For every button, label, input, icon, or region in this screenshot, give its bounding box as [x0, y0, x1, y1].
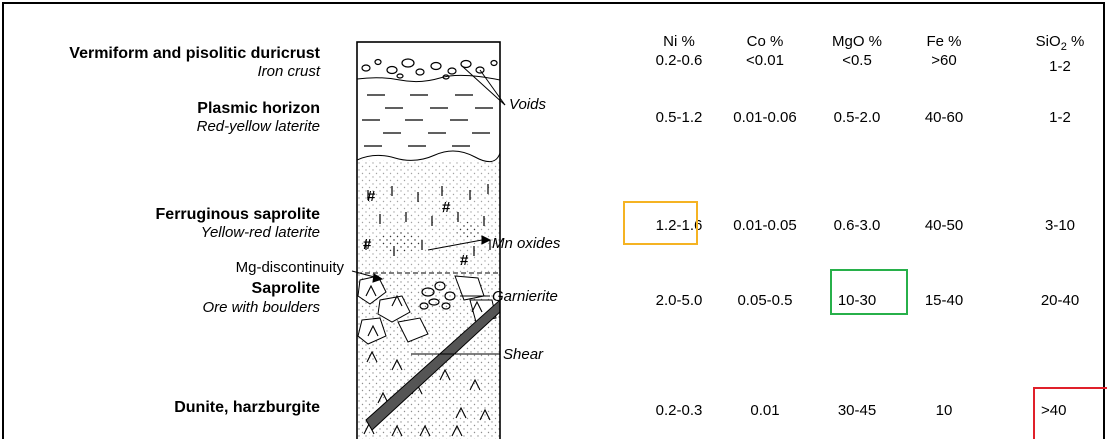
highlight-box-ni	[623, 201, 698, 245]
cell: 0.01-0.06	[733, 109, 797, 126]
svg-text:#: #	[442, 199, 451, 216]
garnierite-nodules	[419, 281, 456, 310]
layer-name: Plasmic horizon	[197, 100, 320, 117]
cell: 15-40	[924, 292, 964, 309]
mn-oxides-label: Mn oxides	[492, 235, 561, 252]
column-header-sio2: SiO2 % 1-2	[1035, 33, 1085, 75]
column-header-co: Co %<0.01	[746, 33, 784, 69]
column-header-fe: Fe %>60	[926, 33, 962, 69]
cell: 0.01-0.05	[733, 217, 797, 234]
layer-name: Dunite, harzburgite	[174, 399, 320, 416]
layer-name: Vermiform and pisolitic duricrust	[69, 45, 320, 62]
cell: 40-50	[924, 217, 964, 234]
hash-marks: # # # #	[363, 188, 469, 269]
cell: >40	[1041, 402, 1067, 419]
cell: 1.2-1.6	[655, 217, 703, 234]
cell: 0.5-1.2	[655, 109, 703, 126]
layer-desc: Ore with boulders	[202, 299, 320, 316]
cell: 0.2-0.3	[655, 402, 703, 419]
highlight-box-sio2	[1033, 387, 1107, 439]
cell: 1-2	[1049, 109, 1071, 126]
garnierite-label: Garnierite	[492, 288, 558, 305]
cell: 2.0-5.0	[655, 292, 703, 309]
cell: 30-45	[837, 402, 877, 419]
voids-label: Voids	[509, 96, 546, 113]
leader-lines	[351, 65, 506, 355]
cell: 20-40	[1040, 292, 1080, 309]
column-border	[356, 41, 501, 439]
cell: 0.5-2.0	[833, 109, 881, 126]
cell: 3-10	[1044, 217, 1076, 234]
layer-name: Ferruginous saprolite	[155, 206, 320, 223]
cell: 0.6-3.0	[833, 217, 881, 234]
plasmic-dashes	[362, 94, 493, 147]
duricrust-nodules	[361, 58, 498, 80]
layer-desc: Iron crust	[257, 63, 320, 80]
svg-text:#: #	[367, 188, 376, 205]
mg-discontinuity-label: Mg-discontinuity	[235, 259, 344, 276]
cell: 10-30	[837, 292, 877, 309]
column-header-mgo: MgO %<0.5	[831, 33, 882, 69]
cell: 40-60	[924, 109, 964, 126]
shear-band	[365, 299, 500, 431]
highlight-box-mgo	[830, 269, 908, 315]
cell: 0.01	[750, 402, 780, 419]
cell: 0.05-0.5	[737, 292, 793, 309]
chevrons	[363, 284, 491, 437]
shear-label: Shear	[503, 346, 544, 363]
layer-desc: Yellow-red laterite	[200, 224, 320, 241]
column-header-ni: Ni %0.2-0.6	[655, 33, 703, 69]
svg-text:#: #	[460, 252, 469, 269]
svg-text:#: #	[363, 236, 372, 253]
layer-desc: Red-yellow laterite	[196, 118, 320, 135]
layer-name: Saprolite	[251, 280, 320, 297]
boulders	[357, 275, 497, 345]
cell: 10	[935, 402, 953, 419]
